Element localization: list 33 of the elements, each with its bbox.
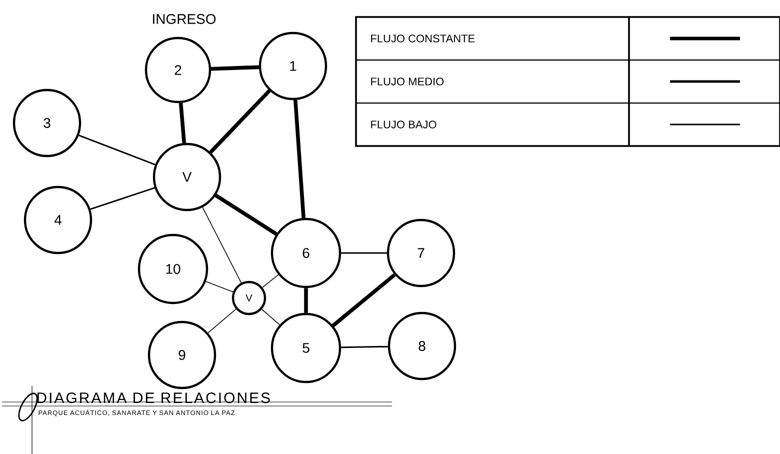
circle-node: 9 xyxy=(148,320,216,390)
connector-line xyxy=(304,288,308,313)
connector-line xyxy=(293,100,306,218)
circle-node: 10 xyxy=(138,234,208,304)
circle-node: V xyxy=(152,142,222,212)
connector-line xyxy=(178,102,186,144)
circle-node: 6 xyxy=(270,218,342,288)
connector-line xyxy=(78,134,156,166)
connector-line xyxy=(214,194,278,236)
connector-line xyxy=(341,252,387,254)
connector-line xyxy=(90,187,155,210)
circle-node: 2 xyxy=(144,36,212,104)
connector-line xyxy=(205,281,234,292)
title: DIAGRAMA DE RELACIONES xyxy=(37,392,270,404)
connector-line xyxy=(262,274,279,288)
connector-line xyxy=(202,206,242,284)
circle-node: 3 xyxy=(12,88,82,158)
connector-line xyxy=(209,89,271,154)
connector-line xyxy=(211,65,259,71)
circle-node: 8 xyxy=(388,312,456,380)
legend-text: FLUJO BAJO xyxy=(371,120,436,128)
legend-text: FLUJO MEDIO xyxy=(371,78,444,86)
connector-line xyxy=(261,308,280,326)
connector-line xyxy=(208,308,236,334)
circle-node: 5 xyxy=(270,312,342,384)
connector-line xyxy=(341,346,388,348)
legend-text: FLUJO CONSTANTE xyxy=(371,34,475,42)
circle-node: 1 xyxy=(258,32,328,100)
connector-line xyxy=(332,273,396,328)
circle-node: 4 xyxy=(24,186,92,254)
circle-node: V xyxy=(232,280,266,316)
area-label: INGRESO xyxy=(153,14,216,24)
circle-node: 7 xyxy=(386,218,456,288)
